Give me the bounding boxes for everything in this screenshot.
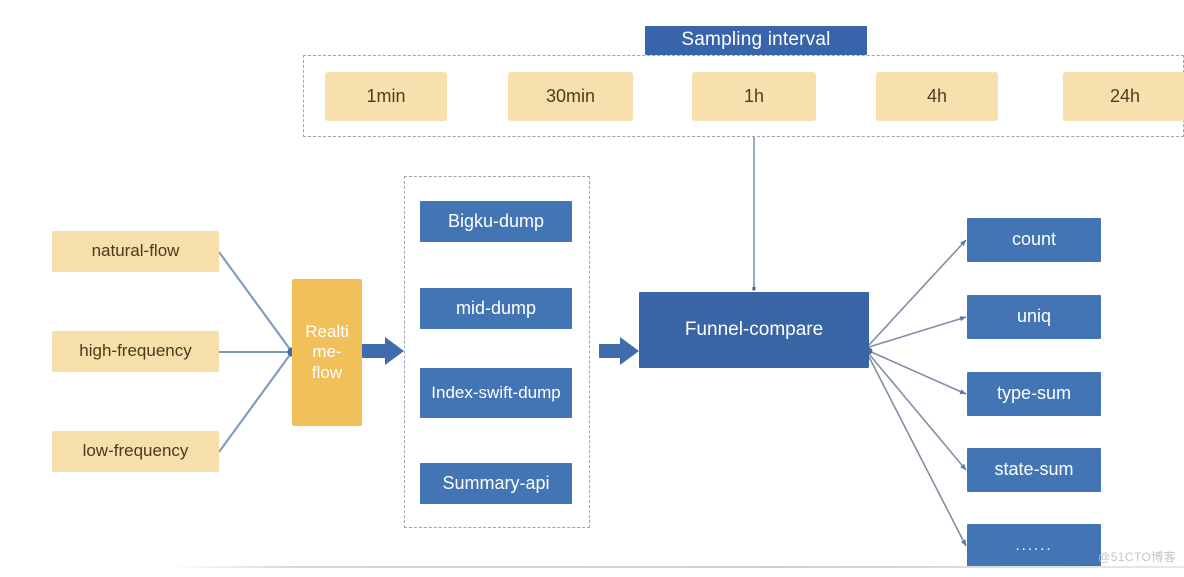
dump-summary-api[interactable]: Summary-api xyxy=(420,463,572,504)
output-connectors xyxy=(865,239,967,547)
output-uniq[interactable]: uniq xyxy=(967,295,1101,339)
dump-index-swift[interactable]: Index-swift-dump xyxy=(420,368,572,418)
source-low-frequency[interactable]: low-frequency xyxy=(52,431,219,472)
arrow-flow-to-dumps xyxy=(362,337,404,365)
sampling-interval-title-badge: Sampling interval xyxy=(645,26,867,55)
source-high-frequency[interactable]: high-frequency xyxy=(52,331,219,372)
output-type-sum[interactable]: type-sum xyxy=(967,372,1101,416)
sampling-interval-1h[interactable]: 1h xyxy=(692,72,816,121)
realtime-flow-label-line2: me- xyxy=(312,342,342,362)
dump-mid[interactable]: mid-dump xyxy=(420,288,572,329)
realtime-flow-node[interactable]: Realti me- flow xyxy=(292,279,362,426)
source-connectors xyxy=(218,251,297,453)
arrow-dumps-to-funnel xyxy=(599,337,639,365)
output-count[interactable]: count xyxy=(967,218,1101,262)
sampling-interval-1min[interactable]: 1min xyxy=(325,72,447,121)
sampling-interval-24h[interactable]: 24h xyxy=(1063,72,1184,121)
realtime-flow-label-line1: Realti xyxy=(305,322,349,342)
bottom-divider xyxy=(170,566,1184,568)
sampling-interval-4h[interactable]: 4h xyxy=(876,72,998,121)
output-more[interactable]: ...... xyxy=(967,524,1101,568)
watermark: @51CTO博客 xyxy=(1098,550,1176,564)
dump-group-container xyxy=(404,176,590,528)
source-natural-flow[interactable]: natural-flow xyxy=(52,231,219,272)
funnel-compare-node[interactable]: Funnel-compare xyxy=(639,292,869,368)
dump-bigku[interactable]: Bigku-dump xyxy=(420,201,572,242)
output-state-sum[interactable]: state-sum xyxy=(967,448,1101,492)
realtime-flow-label-line3: flow xyxy=(311,362,343,382)
sampling-interval-30min[interactable]: 30min xyxy=(508,72,633,121)
